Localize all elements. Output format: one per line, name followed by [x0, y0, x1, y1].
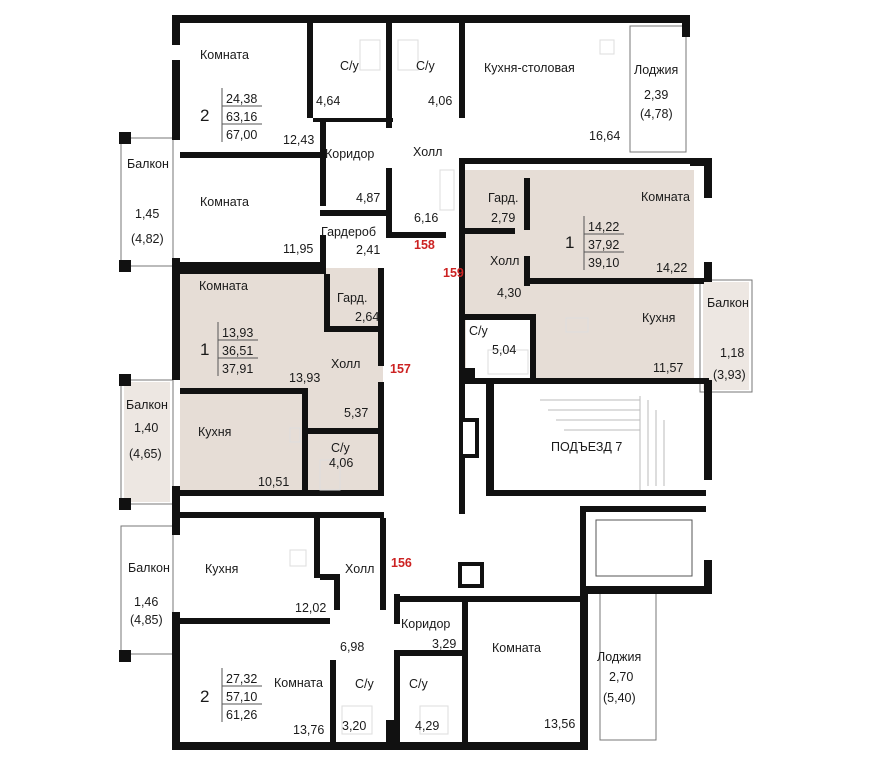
a1right-rooms-count: 1	[565, 233, 574, 252]
room-a2bottom-room1-name: Комната	[274, 676, 323, 690]
a1right-total-area: 37,92	[588, 238, 619, 252]
room-a1left-hall-name: Холл	[331, 357, 360, 371]
room-a2top-room1-name: Комната	[200, 48, 249, 62]
a1right-living-area: 14,22	[588, 220, 619, 234]
room-a2bottom-su1-name: С/у	[355, 677, 375, 691]
room-a2top-su2-name: С/у	[416, 59, 436, 73]
room-a1left-kitchen-area: 10,51	[258, 475, 289, 489]
room-a2top-corridor-area: 4,87	[356, 191, 380, 205]
room-a1left-gard-area: 2,64	[355, 310, 379, 324]
room-a2top-wardrobe-name: Гардероб	[321, 225, 376, 239]
room-a2bottom-su1-area: 3,20	[342, 719, 366, 733]
a1left-full-area: 37,91	[222, 362, 253, 376]
apartment-157-fill	[180, 268, 383, 490]
room-a1left-gard-name: Гард.	[337, 291, 367, 305]
a2bottom-total-area: 57,10	[226, 690, 257, 704]
room-a1right-gard-name: Гард.	[488, 191, 518, 205]
room-a2bottom-balcony-area: 1,46	[134, 595, 158, 609]
room-a2top-balcony-area2: (4,82)	[131, 232, 164, 246]
room-a2top-loggia-name: Лоджия	[634, 63, 678, 77]
room-a1right-room-area: 14,22	[656, 261, 687, 275]
room-a1right-gard-area: 2,79	[491, 211, 515, 225]
room-a1left-su-area: 4,06	[329, 456, 353, 470]
room-a2bottom-loggia-name: Лоджия	[597, 650, 641, 664]
room-a1right-su-name: С/у	[469, 324, 489, 338]
room-a2top-loggia-area: 2,39	[644, 88, 668, 102]
room-a2bottom-su2-area: 4,29	[415, 719, 439, 733]
room-a1left-hall-area: 5,37	[344, 406, 368, 420]
room-a2top-hall-area: 6,16	[414, 211, 438, 225]
apartment-number-156: 156	[391, 556, 412, 570]
a2top-living-area: 24,38	[226, 92, 257, 106]
room-a1right-hall-name: Холл	[490, 254, 519, 268]
a1left-rooms-count: 1	[200, 340, 209, 359]
room-a1right-kitchen-name: Кухня	[642, 311, 675, 325]
a2bottom-rooms-count: 2	[200, 687, 209, 706]
room-a2top-su2-area: 4,06	[428, 94, 452, 108]
room-a2bottom-hall-area: 6,98	[340, 640, 364, 654]
a2top-full-area: 67,00	[226, 128, 257, 142]
room-a2top-room2-name: Комната	[200, 195, 249, 209]
room-a1right-su-area: 5,04	[492, 343, 516, 357]
balcony-left-top	[120, 137, 174, 267]
room-a2top-kitchen-name: Кухня-столовая	[484, 61, 575, 75]
room-a2top-room1-area: 12,43	[283, 133, 314, 147]
room-a2top-corridor-name: Коридор	[325, 147, 374, 161]
a1right-full-area: 39,10	[588, 256, 619, 270]
room-a2bottom-loggia-area2: (5,40)	[603, 691, 636, 705]
balcony-left-bottom	[120, 525, 174, 655]
room-a1left-room-name: Комната	[199, 279, 248, 293]
room-a1left-balcony-area: 1,40	[134, 421, 158, 435]
a2bottom-living-area: 27,32	[226, 672, 257, 686]
room-a1right-kitchen-area: 11,57	[653, 361, 683, 375]
room-a2top-hall-name: Холл	[413, 145, 442, 159]
apartment-number-159: 159	[443, 266, 464, 280]
room-a1left-balcony-area2: (4,65)	[129, 447, 162, 461]
room-a1left-room-area: 13,93	[289, 371, 320, 385]
room-a2top-balcony-name: Балкон	[127, 157, 169, 171]
room-a2bottom-loggia-area: 2,70	[609, 670, 633, 684]
room-a1right-balcony-area2: (3,93)	[713, 368, 746, 382]
room-a2top-loggia-area2: (4,78)	[640, 107, 673, 121]
room-a1right-room-name: Комната	[641, 190, 690, 204]
room-a2bottom-su2-name: С/у	[409, 677, 429, 691]
a1left-total-area: 36,51	[222, 344, 253, 358]
room-a1left-su-name: С/у	[331, 441, 351, 455]
room-a2bottom-kitchen-name: Кухня	[205, 562, 238, 576]
room-a2top-wardrobe-area: 2,41	[356, 243, 380, 257]
room-a2top-kitchen-area: 16,64	[589, 129, 620, 143]
loggia-bottom	[599, 591, 657, 741]
room-a2top-su1-area: 4,64	[316, 94, 340, 108]
a2bottom-full-area: 61,26	[226, 708, 257, 722]
room-a2bottom-balcony-name: Балкон	[128, 561, 170, 575]
a2top-rooms-count: 2	[200, 106, 209, 125]
entrance-label: ПОДЪЕЗД 7	[551, 440, 622, 454]
room-a2bottom-hall-name: Холл	[345, 562, 374, 576]
room-a1right-hall-area: 4,30	[497, 286, 521, 300]
a2top-total-area: 63,16	[226, 110, 257, 124]
room-a2top-balcony-area: 1,45	[135, 207, 159, 221]
room-a2bottom-room1-area: 13,76	[293, 723, 324, 737]
room-a2bottom-balcony-area2: (4,85)	[130, 613, 163, 627]
room-a2top-room2-area: 11,95	[283, 242, 313, 256]
room-a2bottom-room2-area: 13,56	[544, 717, 575, 731]
room-a1left-kitchen-name: Кухня	[198, 425, 231, 439]
room-a2top-su1-name: С/у	[340, 59, 360, 73]
room-a1right-balcony-name: Балкон	[707, 296, 749, 310]
a1left-living-area: 13,93	[222, 326, 253, 340]
room-a2bottom-room2-name: Комната	[492, 641, 541, 655]
room-a1right-balcony-area: 1,18	[720, 346, 744, 360]
room-a2bottom-corridor-name: Коридор	[401, 617, 450, 631]
loggia-top	[629, 25, 687, 153]
room-a2bottom-corridor-area: 3,29	[432, 637, 456, 651]
room-a2bottom-kitchen-area: 12,02	[295, 601, 326, 615]
apartment-number-157: 157	[390, 362, 411, 376]
room-a1left-balcony-name: Балкон	[126, 398, 168, 412]
apartment-number-158: 158	[414, 238, 435, 252]
